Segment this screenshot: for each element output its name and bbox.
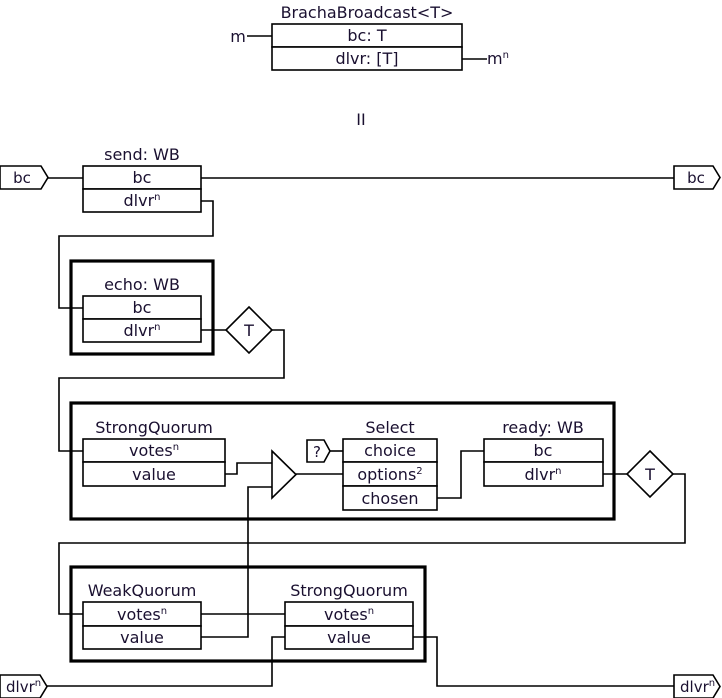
weak-quorum-value-label: value	[120, 628, 164, 647]
select-row-options[interactable]	[342, 461, 438, 487]
choice-port-shape	[306, 439, 331, 463]
component-send[interactable]: send: WB bc dlvrn	[82, 145, 202, 213]
filter-diamond-icon	[224, 305, 274, 355]
echo-title: echo: WB	[104, 275, 180, 294]
send-row-dlvr[interactable]	[82, 188, 202, 213]
signature-block: BrachaBroadcast<T> m bc: T dlvr: [T] mn	[230, 3, 509, 71]
wire-weakquorum-value-to-merge	[201, 486, 272, 638]
echo-row-dlvr-label: dlvrn	[124, 321, 161, 340]
echo-container	[69, 259, 215, 356]
quorum-select-ready-container	[69, 401, 616, 521]
strong-quorum-1-votes-label: votesn	[129, 441, 179, 460]
weak-quorum-title: WeakQuorum	[88, 581, 197, 600]
component-select[interactable]: Select choice options2 chosen	[342, 418, 438, 511]
signature-output-label: mn	[487, 49, 509, 68]
port-bc-in-shape	[0, 165, 49, 190]
select-title: Select	[365, 418, 414, 437]
port-bc-out[interactable]: bc	[673, 165, 721, 190]
wire-strongquorum-value-to-merge	[225, 462, 272, 475]
port-dlvr-out-shape	[673, 674, 721, 698]
port-bc-out-shape	[673, 165, 721, 190]
choice-port-label: ?	[313, 443, 321, 461]
select-row-chosen[interactable]	[342, 485, 438, 511]
echo-filter[interactable]: T	[224, 305, 274, 355]
equals-symbol: II	[356, 110, 365, 129]
wires	[47, 177, 686, 687]
wire-send-dlvr-to-echo-bc	[58, 200, 214, 309]
signature-title: BrachaBroadcast<T>	[281, 3, 454, 22]
port-dlvr-out[interactable]: dlvrn	[673, 674, 721, 698]
strong-quorum-2-title: StrongQuorum	[290, 581, 408, 600]
wire-echo-filter-to-strongquorum-votes	[58, 329, 285, 452]
ready-title: ready: WB	[502, 418, 584, 437]
port-dlvr-in-shape	[0, 674, 48, 698]
ready-filter[interactable]: T	[625, 449, 675, 499]
strong-quorum-2-votes-label: votesn	[324, 605, 374, 624]
signature-row-bc-label: bc: T	[347, 26, 386, 45]
strong-quorum-2-row-votes[interactable]	[284, 601, 414, 627]
component-strong-quorum-1[interactable]: StrongQuorum votesn value	[82, 418, 226, 487]
select-choice-port[interactable]: ?	[306, 439, 331, 463]
component-ready[interactable]: ready: WB bc dlvrn	[483, 418, 604, 487]
wire-select-chosen-to-ready-bc	[437, 450, 484, 499]
port-dlvr-in[interactable]: dlvrn	[0, 674, 48, 698]
quorum-pair-container	[69, 565, 427, 663]
weak-quorum-row-value[interactable]	[82, 625, 202, 650]
select-chosen-label: chosen	[361, 489, 418, 508]
wire-ready-filter-to-weakquorum-votes	[58, 473, 686, 615]
select-options-label: options2	[357, 465, 422, 484]
port-bc-out-label: bc	[687, 169, 705, 187]
port-bc-in-label: bc	[13, 169, 31, 187]
component-weak-quorum[interactable]: WeakQuorum votesn value	[82, 581, 202, 650]
ready-row-dlvr[interactable]	[483, 461, 604, 487]
port-dlvr-in-label: dlvrn	[6, 678, 41, 696]
ready-filter-label: T	[644, 465, 655, 484]
strong-quorum-1-row-value[interactable]	[82, 461, 226, 487]
send-row-dlvr-label: dlvrn	[124, 191, 161, 210]
echo-row-dlvr[interactable]	[82, 318, 202, 343]
filter-diamond-icon	[625, 449, 675, 499]
echo-row-bc-label: bc	[133, 298, 152, 317]
component-strong-quorum-2[interactable]: StrongQuorum votesn value	[284, 581, 414, 650]
echo-filter-label: T	[243, 321, 254, 340]
port-bc-in[interactable]: bc	[0, 165, 49, 190]
send-row-bc-label: bc	[133, 168, 152, 187]
send-title: send: WB	[104, 145, 180, 164]
weak-quorum-votes-label: votesn	[117, 605, 167, 624]
component-echo[interactable]: echo: WB bc dlvrn	[69, 259, 215, 356]
signature-row-dlvr-label: dlvr: [T]	[335, 49, 398, 68]
merge-triangle-icon	[271, 449, 298, 500]
strong-quorum-1-title: StrongQuorum	[95, 418, 213, 437]
wire-strongquorum2-to-dlvr-out	[413, 636, 674, 687]
strong-quorum-2-row-value[interactable]	[284, 625, 414, 650]
select-choice-label: choice	[364, 441, 416, 460]
strong-quorum-1-value-label: value	[132, 465, 176, 484]
port-dlvr-out-label: dlvrn	[680, 678, 715, 696]
signature-input-label: m	[230, 27, 246, 46]
ready-row-dlvr-label: dlvrn	[525, 465, 562, 484]
strong-quorum-2-value-label: value	[327, 628, 371, 647]
ready-row-bc-label: bc	[534, 441, 553, 460]
